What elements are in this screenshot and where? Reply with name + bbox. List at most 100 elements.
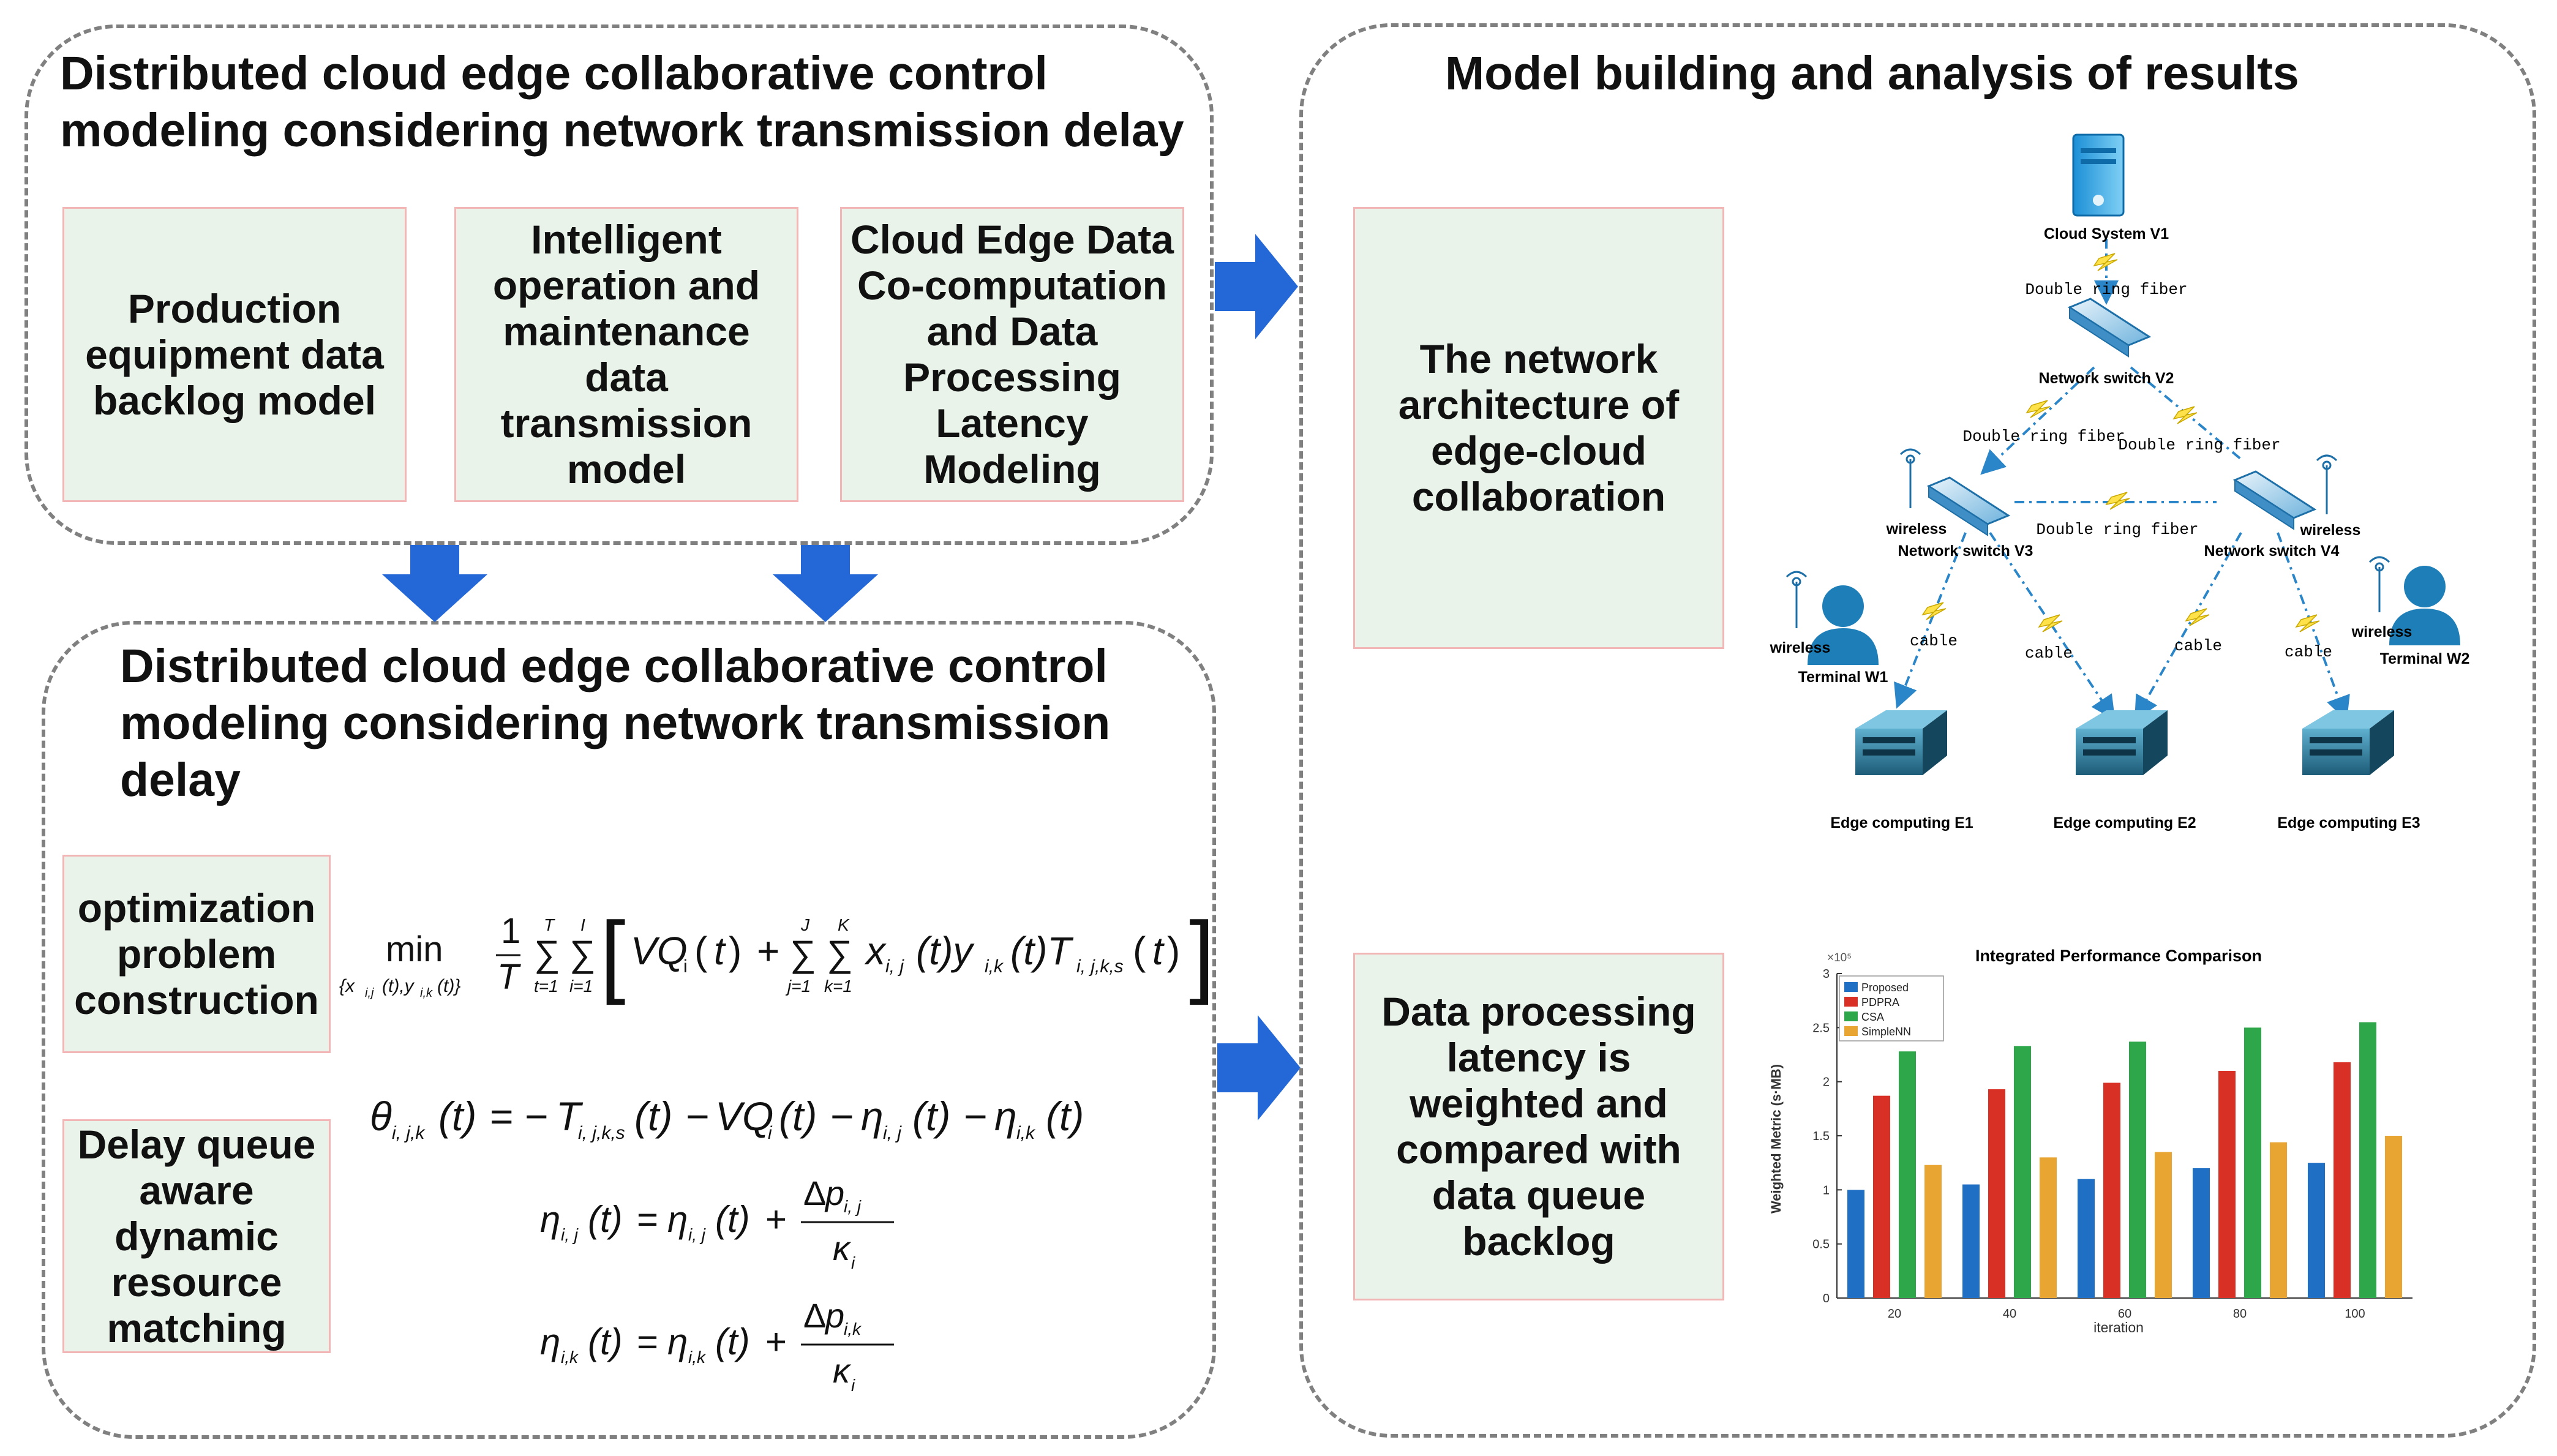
- box-production-backlog: Production equipment data backlog model: [62, 207, 407, 502]
- label-fiber-1: Double ring fiber: [2025, 280, 2187, 299]
- right-panel: [1299, 23, 2536, 1438]
- label-switch-v4: Network switch V4: [2204, 542, 2340, 560]
- antenna-w1-icon: [1785, 571, 1808, 628]
- svg-text:Δ: Δ: [803, 1296, 826, 1335]
- label-cable-1: cable: [1910, 632, 1958, 650]
- svg-text:i,k: i,k: [1016, 1123, 1036, 1143]
- arrow-right-top: [1215, 234, 1298, 339]
- svg-text:θ: θ: [370, 1094, 392, 1139]
- chart-bar-csa: [2244, 1027, 2261, 1298]
- chart-y-tick-label: 2: [1823, 1076, 1830, 1089]
- antenna-w2-icon: [2368, 556, 2390, 612]
- svg-text:i, j: i, j: [885, 956, 904, 977]
- chart-y-label: Weighted Metric (s·MB): [1768, 1064, 1784, 1214]
- label-fiber-2: Double ring fiber: [1962, 427, 2125, 446]
- svg-text:η: η: [994, 1094, 1017, 1139]
- svg-text:i,k: i,k: [985, 956, 1004, 977]
- svg-text:i,k: i,k: [844, 1319, 862, 1338]
- switch-v4-icon: [2232, 470, 2317, 530]
- eta-ik-formula: η i,k (t) = η i,k (t) + Δ p i,k κ i: [539, 1286, 967, 1402]
- chart-bar-simplenn: [2385, 1136, 2402, 1298]
- svg-text:=: =: [637, 1321, 658, 1362]
- chart-bar-proposed: [1847, 1190, 1864, 1298]
- label-terminal-w1: Terminal W1: [1798, 669, 1888, 686]
- svg-text:∑: ∑: [827, 933, 853, 974]
- box-delay-queue: Delay queue aware dynamic resource match…: [62, 1119, 331, 1353]
- chart-x-tick-label: 80: [2233, 1307, 2247, 1321]
- svg-text:i, j,k: i, j,k: [392, 1123, 426, 1143]
- chart-bar-proposed: [2193, 1168, 2210, 1298]
- svg-text:+: +: [765, 1321, 787, 1362]
- label-edge-e1: Edge computing E1: [1830, 814, 1973, 831]
- svg-text:(t): (t): [715, 1199, 750, 1240]
- svg-text:(t): (t): [715, 1321, 750, 1362]
- svg-text:i,k: i,k: [561, 1348, 579, 1367]
- arrow-right-bottom: [1217, 1015, 1301, 1120]
- label-cloud: Cloud System V1: [2044, 225, 2169, 242]
- svg-text:i: i: [683, 956, 688, 977]
- terminal-w2-icon: [2389, 566, 2460, 645]
- chart-bar-simplenn: [2270, 1142, 2287, 1298]
- svg-text:[: [: [600, 902, 626, 1005]
- terminal-w1-icon: [1808, 585, 1879, 665]
- svg-text:i, j: i, j: [688, 1225, 706, 1244]
- chart-x-tick-label: 100: [2345, 1307, 2365, 1321]
- svg-text:t: t: [714, 929, 726, 973]
- svg-text:i, j: i, j: [844, 1197, 862, 1216]
- svg-text:(t)}: (t)}: [437, 976, 460, 996]
- svg-text:k=1: k=1: [824, 977, 852, 996]
- chart-bar-simplenn: [2155, 1152, 2172, 1298]
- svg-text:]: ]: [1189, 902, 1215, 1005]
- chart-y-exponent: ×10⁵: [1827, 951, 1852, 964]
- svg-text:(: (: [694, 929, 707, 973]
- antenna-v4-icon: [2316, 454, 2338, 514]
- label-wireless-w2: wireless: [2351, 623, 2412, 640]
- svg-text:+: +: [765, 1199, 787, 1240]
- label-cable-4: cable: [2285, 643, 2332, 661]
- svg-text:η: η: [540, 1321, 560, 1362]
- chart-bar-csa: [1899, 1051, 1916, 1298]
- bottom-left-panel: [42, 621, 1216, 1439]
- chart-bar-csa: [2359, 1022, 2376, 1298]
- top-left-title: Distributed cloud edge collaborative con…: [60, 47, 1184, 157]
- chart-y-tick-label: 1.5: [1812, 1130, 1830, 1143]
- chart-x-tick-label: 60: [2118, 1307, 2131, 1321]
- label-wireless-v3: wireless: [1886, 520, 1947, 538]
- theta-formula-svg: θ i, j,k (t) = − T i, j,k,s (t) − VQ i (…: [370, 1094, 1084, 1143]
- network-links: [1894, 239, 2350, 721]
- svg-text:T: T: [497, 957, 521, 997]
- svg-text:i, j: i, j: [883, 1123, 902, 1143]
- svg-text:i: i: [851, 1376, 855, 1395]
- label-edge-e2: Edge computing E2: [2053, 814, 2196, 831]
- svg-text:η: η: [667, 1321, 688, 1362]
- right-title: Model building and analysis of results: [1445, 47, 2299, 100]
- chart-bar-proposed: [2078, 1179, 2095, 1298]
- svg-text:{x: {x: [339, 976, 355, 996]
- label-switch-v2: Network switch V2: [2039, 370, 2174, 387]
- chart-bar-pdpra: [2334, 1062, 2351, 1298]
- chart-bar-csa: [2014, 1046, 2031, 1298]
- chart-bar-simplenn: [2040, 1157, 2057, 1298]
- theta-formula: θ i, j,k (t) = − T i, j,k,s (t) − VQ i (…: [367, 1090, 1188, 1151]
- svg-text:x: x: [864, 929, 887, 973]
- chart-bar-proposed: [1962, 1184, 1980, 1298]
- label-cable-3: cable: [2174, 637, 2222, 655]
- svg-text:(t): (t): [588, 1199, 623, 1240]
- svg-text:VQ: VQ: [631, 929, 687, 973]
- svg-text:T: T: [556, 1094, 584, 1139]
- chart-bar-pdpra: [2103, 1083, 2120, 1298]
- chart-legend-label: SimpleNN: [1861, 1026, 1911, 1038]
- svg-text:j=1: j=1: [785, 977, 811, 996]
- eta-ij-formula: η i, j (t) = η i, j (t) + Δ p i, j κ i: [539, 1163, 967, 1280]
- svg-text:(t)y: (t)y: [916, 929, 975, 973]
- label-edge-e3: Edge computing E3: [2277, 814, 2420, 831]
- network-diagram: Cloud System V1 Double ring fiber Networ…: [1770, 133, 2469, 831]
- svg-text:η: η: [667, 1199, 688, 1240]
- svg-text:= −: = −: [490, 1094, 548, 1139]
- chart-legend-swatch: [1844, 997, 1858, 1007]
- svg-text:(t): (t): [912, 1094, 950, 1139]
- chart-x-tick-label: 20: [1888, 1307, 1901, 1321]
- chart-legend-swatch: [1844, 1011, 1858, 1021]
- antenna-v3-icon: [1899, 448, 1921, 508]
- chart-y-tick-label: 1: [1823, 1184, 1830, 1197]
